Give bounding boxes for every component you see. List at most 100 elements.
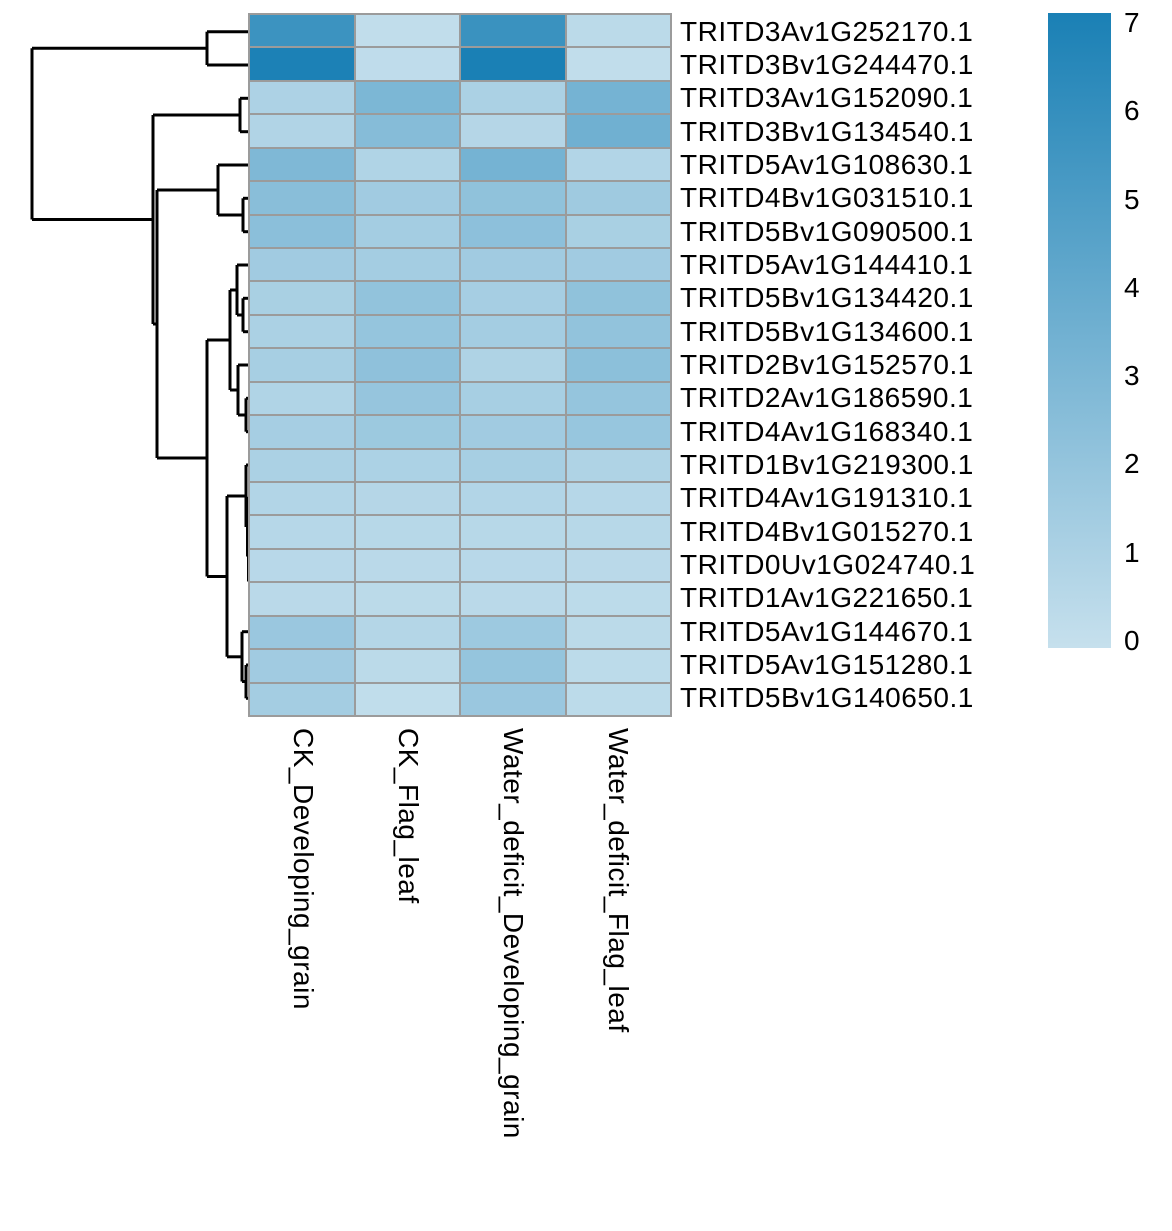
heatmap-cell — [566, 616, 670, 649]
row-dendrogram — [30, 30, 251, 700]
heatmap-cell — [250, 549, 354, 582]
row-label: TRITD3Av1G252170.1 — [680, 15, 974, 47]
heatmap-cell — [250, 382, 354, 415]
heatmap-cell — [355, 282, 459, 314]
heatmap-cell — [250, 449, 354, 481]
row-label: TRITD5Bv1G134600.1 — [680, 315, 974, 347]
column-label: CK_Flag_leaf — [392, 728, 424, 904]
heatmap-cell — [355, 349, 459, 381]
row-label: TRITD5Bv1G140650.1 — [680, 682, 974, 714]
heatmap-cell — [355, 616, 459, 649]
heatmap-cell — [461, 282, 565, 314]
heatmap-cell — [566, 583, 670, 615]
heatmap-cell — [566, 48, 670, 80]
legend-tick-label: 1 — [1124, 536, 1140, 568]
heatmap-cell — [355, 248, 459, 281]
heatmap-cell — [566, 215, 670, 247]
heatmap-cell — [566, 349, 670, 381]
heatmap-cell — [461, 315, 565, 348]
heatmap-cell — [355, 215, 459, 247]
legend-tick-label: 4 — [1124, 271, 1140, 303]
heatmap-cell — [566, 182, 670, 214]
heatmap-cell — [461, 182, 565, 214]
heatmap-cell — [566, 315, 670, 348]
heatmap-cell — [355, 683, 459, 715]
heatmap-cell — [250, 15, 354, 47]
heatmap-cell — [566, 482, 670, 515]
row-label: TRITD3Bv1G244470.1 — [680, 49, 974, 80]
row-label: TRITD4Bv1G015270.1 — [680, 515, 974, 547]
heatmap-cell — [566, 248, 670, 281]
heatmap-cell — [461, 683, 565, 715]
heatmap-cell — [250, 115, 354, 147]
legend-tick-label: 2 — [1124, 448, 1140, 480]
heatmap-cell — [566, 683, 670, 715]
heatmap-cell — [250, 650, 354, 682]
row-label: TRITD1Av1G221650.1 — [680, 582, 974, 614]
heatmap-cell — [250, 248, 354, 281]
row-label: TRITD3Bv1G134540.1 — [680, 115, 974, 147]
column-label: Water_deficit_Flag_leaf — [602, 728, 634, 1033]
legend-gradient-bar — [1048, 13, 1111, 648]
row-label: TRITD2Av1G186590.1 — [680, 382, 974, 414]
heatmap-cell — [355, 416, 459, 448]
heatmap-cell — [461, 115, 565, 147]
heatmap-cell — [461, 382, 565, 415]
heatmap-cell — [250, 215, 354, 247]
heatmap-cell — [250, 482, 354, 515]
row-label: TRITD5Av1G151280.1 — [680, 649, 974, 680]
heatmap-cell — [461, 583, 565, 615]
heatmap-cell — [355, 315, 459, 348]
heatmap-cell — [355, 182, 459, 214]
legend-tick-label: 7 — [1124, 6, 1140, 38]
heatmap-cell — [250, 148, 354, 181]
heatmap-cell — [461, 81, 565, 114]
heatmap-cell — [566, 115, 670, 147]
heatmap-cell — [461, 248, 565, 281]
heatmap-cell — [355, 583, 459, 615]
heatmap-cell — [250, 48, 354, 80]
heatmap-cell — [461, 416, 565, 448]
row-label: TRITD5Bv1G090500.1 — [680, 215, 974, 247]
row-label: TRITD5Av1G144670.1 — [680, 615, 974, 647]
heatmap-cell — [461, 482, 565, 515]
row-label: TRITD5Bv1G134420.1 — [680, 282, 974, 314]
heatmap-cell — [566, 549, 670, 582]
heatmap-cell — [461, 215, 565, 247]
row-label: TRITD4Bv1G031510.1 — [680, 182, 974, 214]
heatmap-cell — [250, 616, 354, 649]
heatmap-cell — [250, 81, 354, 114]
row-label: TRITD5Av1G144410.1 — [680, 249, 974, 280]
heatmap-cell — [461, 449, 565, 481]
row-label: TRITD3Av1G152090.1 — [680, 82, 974, 114]
heatmap-cell — [461, 349, 565, 381]
row-label: TRITD1Bv1G219300.1 — [680, 449, 974, 480]
legend-tick-label: 5 — [1124, 183, 1140, 215]
row-label: TRITD0Uv1G024740.1 — [680, 549, 976, 580]
column-label: Water_deficit_Developing_grain — [497, 728, 529, 1139]
heatmap-cell — [250, 683, 354, 715]
heatmap-cell — [355, 15, 459, 47]
heatmap-cell — [250, 583, 354, 615]
heatmap-cell — [355, 549, 459, 582]
legend-tick-label: 0 — [1124, 625, 1140, 656]
heatmap-grid — [248, 13, 672, 717]
heatmap-cell — [250, 416, 354, 448]
heatmap-cell — [355, 449, 459, 481]
heatmap-cell — [250, 349, 354, 381]
row-label: TRITD4Av1G168340.1 — [680, 415, 974, 447]
heatmap-cell — [566, 650, 670, 682]
heatmap-cell — [355, 115, 459, 147]
row-label: TRITD2Bv1G152570.1 — [680, 349, 974, 380]
heatmap-cell — [461, 616, 565, 649]
heatmap-cell — [566, 81, 670, 114]
heatmap-cell — [355, 650, 459, 682]
heatmap-cell — [461, 15, 565, 47]
heatmap-cell — [355, 382, 459, 415]
heatmap-cell — [355, 148, 459, 181]
heatmap-cell — [566, 449, 670, 481]
heatmap-cell — [355, 516, 459, 548]
heatmap-cell — [566, 282, 670, 314]
heatmap-cell — [566, 416, 670, 448]
